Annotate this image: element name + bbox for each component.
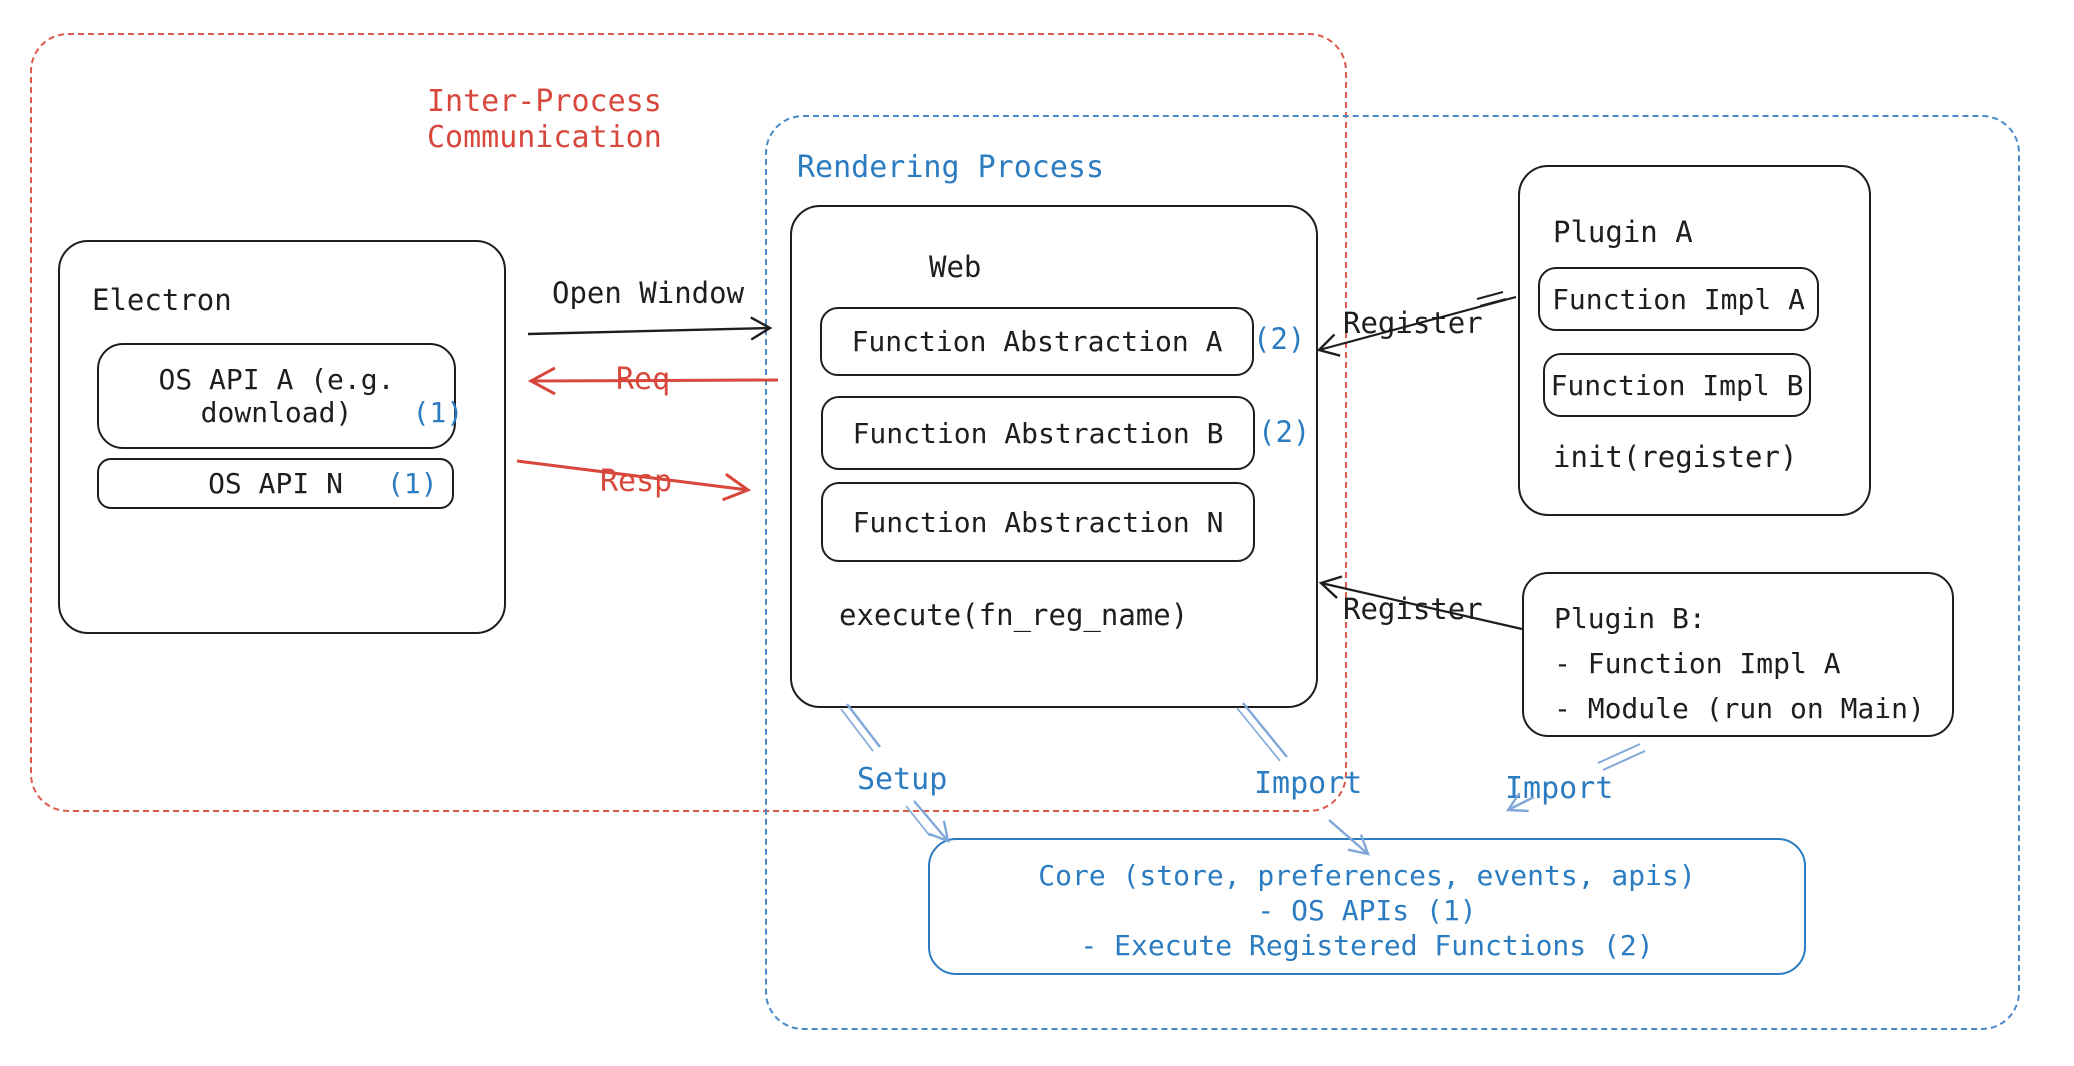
import-mid-label: Import [1254,766,1363,801]
function-abstraction-n-box: Function Abstraction N [821,482,1255,562]
register-top-label: Register [1343,306,1483,340]
ipc-group-box [30,33,1347,812]
import-right-label: Import [1505,771,1614,806]
os-api-n-box: OS API N (1) [97,458,454,509]
plugin-b-text: Plugin B:- Function Impl A- Module (run … [1554,602,1925,725]
execute-label: execute(fn_reg_name) [839,598,1189,632]
setup-label: Setup [857,762,948,797]
os-api-n-badge: (1) [387,467,438,500]
os-api-n-label: OS API N [208,467,343,500]
function-impl-a-box: Function Impl A [1538,267,1819,331]
os-api-a-box: OS API A (e.g. download) (1) [97,343,464,449]
plugin-a-init-label: init(register) [1553,440,1798,474]
req-label: Req [608,362,679,397]
os-api-a-line2: download) (1) [200,396,464,429]
function-abstraction-b-badge: (2) [1258,415,1311,449]
open-window-label: Open Window [552,276,745,310]
electron-title: Electron [92,283,232,317]
plugin-a-title: Plugin A [1553,215,1693,249]
os-api-a-line1: OS API A (e.g. [158,363,395,396]
rendering-process-group-box [765,115,2020,1030]
resp-label: Resp [592,464,681,499]
rendering-process-label: Rendering Process [797,150,1105,185]
register-bottom-label: Register [1343,592,1483,626]
function-abstraction-a-box: Function Abstraction A [820,307,1254,376]
plugin-a-box [1518,165,1871,516]
function-abstraction-a-badge: (2) [1253,322,1306,356]
core-box: Core (store, preferences, events, apis)-… [928,838,1806,975]
plugin-b-box [1522,572,1954,737]
function-impl-b-box: Function Impl B [1543,353,1811,417]
os-api-a-badge: (1) [412,396,464,429]
web-title: Web [929,250,982,284]
function-abstraction-b-box: Function Abstraction B [821,396,1255,470]
